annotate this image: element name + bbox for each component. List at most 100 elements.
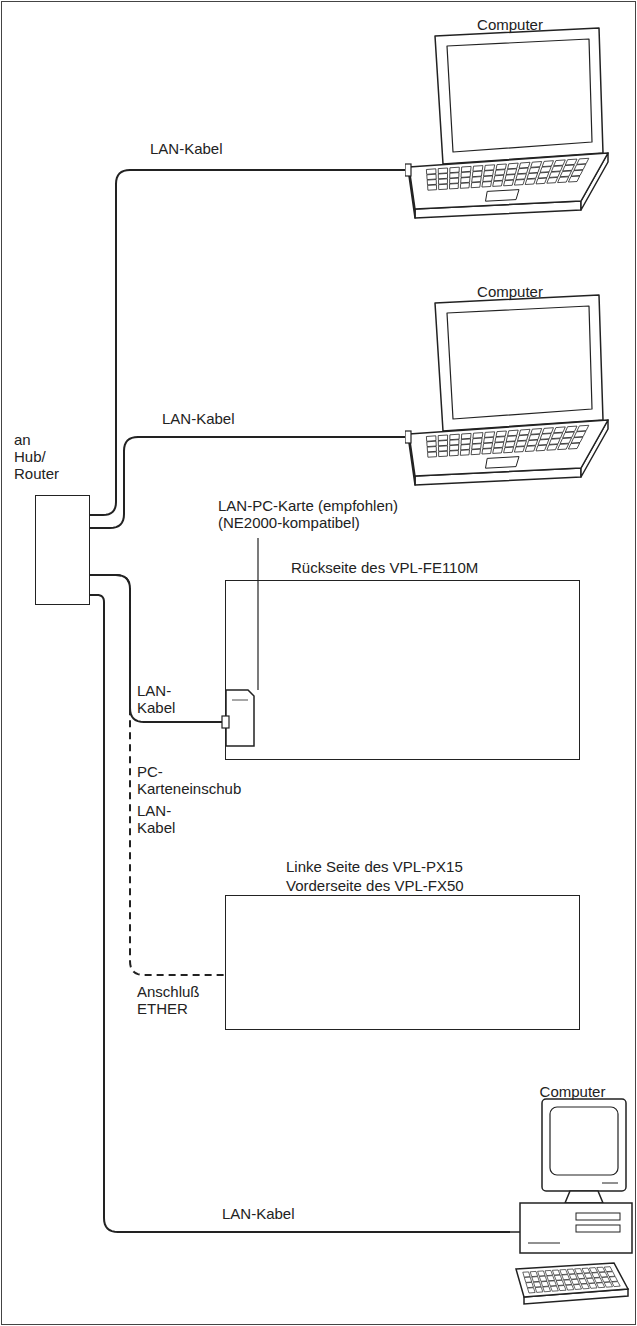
keyboard xyxy=(516,1263,628,1297)
keyboard-key xyxy=(543,1287,551,1292)
keyboard-key xyxy=(529,434,540,440)
keyboard-key xyxy=(597,1283,605,1288)
keyboard-key xyxy=(473,433,483,439)
keyboard-key xyxy=(558,177,569,183)
laptop-body xyxy=(405,295,608,485)
keyboard-key xyxy=(574,1284,582,1289)
touchpad xyxy=(486,190,520,202)
keyboard-key xyxy=(609,1277,617,1282)
touchpad xyxy=(486,457,520,469)
cable-label: LAN- Kabel xyxy=(137,802,182,836)
laptop-deck xyxy=(409,420,608,476)
lan-cable xyxy=(90,595,510,1232)
keyboard-key xyxy=(571,437,583,443)
keyboard-key xyxy=(547,444,558,450)
keyboard-key xyxy=(547,177,558,183)
laptop-screen xyxy=(447,39,592,152)
desktop-body xyxy=(510,1099,632,1304)
keyboard-key xyxy=(530,1271,537,1276)
keyboard-key xyxy=(473,166,483,172)
keyboard-key xyxy=(582,1268,590,1273)
unit-detail xyxy=(528,1243,560,1244)
keyboard-key xyxy=(577,158,589,164)
keyboard-key xyxy=(545,1270,553,1275)
keyboard-key xyxy=(461,177,470,183)
keyboard-key xyxy=(483,176,493,182)
laptop-drawing xyxy=(405,8,615,230)
keyboard-key xyxy=(551,166,562,172)
keyboard-key xyxy=(506,436,517,442)
keyboard-key xyxy=(518,435,529,441)
keyboard-key xyxy=(460,183,469,189)
keyboard-key xyxy=(558,444,569,450)
keyboard-key xyxy=(577,425,589,431)
keyboard-key xyxy=(450,184,459,189)
system-unit xyxy=(520,1203,632,1253)
keyboard-key xyxy=(554,427,566,433)
keyboard-key xyxy=(612,1282,620,1287)
keyboard-key xyxy=(567,1269,575,1274)
keyboard-key xyxy=(529,167,540,173)
keyboard-key xyxy=(604,1267,612,1272)
card-detail xyxy=(232,700,248,701)
port-label: Anschluß ETHER xyxy=(137,983,217,1017)
keyboard-key xyxy=(607,1272,615,1277)
cable-label: LAN-Kabel xyxy=(222,1205,312,1222)
keyboard-key xyxy=(549,439,560,445)
keyboard-key xyxy=(569,1274,577,1279)
cable-stub xyxy=(510,1231,520,1233)
keyboard-key xyxy=(568,176,579,182)
keyboard-key xyxy=(535,1287,543,1292)
keyboard-key xyxy=(532,1277,540,1282)
keyboard-key xyxy=(560,171,571,177)
cable-label: LAN-Kabel xyxy=(150,140,240,157)
keyboard-key xyxy=(506,169,517,175)
keyboard-key xyxy=(565,159,577,165)
illustration xyxy=(222,538,258,746)
laptop-lid xyxy=(435,295,603,431)
keyboard-key xyxy=(534,1282,542,1287)
monitor-screen xyxy=(550,1107,618,1175)
panel-heading: Vorderseite des VPL-FX50 xyxy=(286,877,464,894)
computer-label: Computer xyxy=(405,283,615,300)
keyboard-key xyxy=(531,162,542,168)
keyboard-key xyxy=(538,439,549,445)
keyboard-key xyxy=(542,161,553,167)
keyboard-key xyxy=(554,1275,562,1280)
keyboard-key xyxy=(439,184,448,189)
keyboard-key xyxy=(482,449,492,455)
keyboard-key xyxy=(519,162,530,168)
keyboard-key xyxy=(508,430,519,436)
keyboard-key xyxy=(525,179,535,185)
keyboard-key xyxy=(461,439,471,445)
leader-line xyxy=(257,538,258,690)
keyboard-key xyxy=(496,431,506,437)
keyboard-key xyxy=(516,174,527,180)
keyboard-key xyxy=(556,1280,564,1285)
keyboard-key xyxy=(472,444,482,450)
keyboard-key xyxy=(524,1277,531,1282)
keyboard-key xyxy=(525,446,535,452)
keyboard-key xyxy=(450,434,460,440)
keyboard-key xyxy=(427,174,436,179)
keyboard-key xyxy=(523,1272,530,1277)
keyboard-key xyxy=(579,1279,587,1284)
slot-label: PC- Karteneinschub xyxy=(137,763,247,797)
keyboard-key xyxy=(536,178,547,184)
keyboard-key xyxy=(461,444,470,450)
keyboard-key xyxy=(450,167,460,173)
lan-port xyxy=(405,164,411,176)
keyboard-key xyxy=(604,1282,612,1287)
keyboard-key xyxy=(554,160,566,166)
keyboard-key xyxy=(589,1268,597,1273)
panel-heading: Rückseite des VPL-FE110M xyxy=(291,559,478,576)
cable-label: LAN- Kabel xyxy=(137,682,182,716)
desktop-drawing xyxy=(510,1075,635,1320)
keyboard-key xyxy=(495,437,505,443)
laptop-drawing xyxy=(405,275,615,497)
keyboard-key xyxy=(568,443,579,449)
keyboard-key xyxy=(482,182,492,188)
keyboard-key xyxy=(450,440,459,446)
keyboard-key xyxy=(461,433,471,439)
